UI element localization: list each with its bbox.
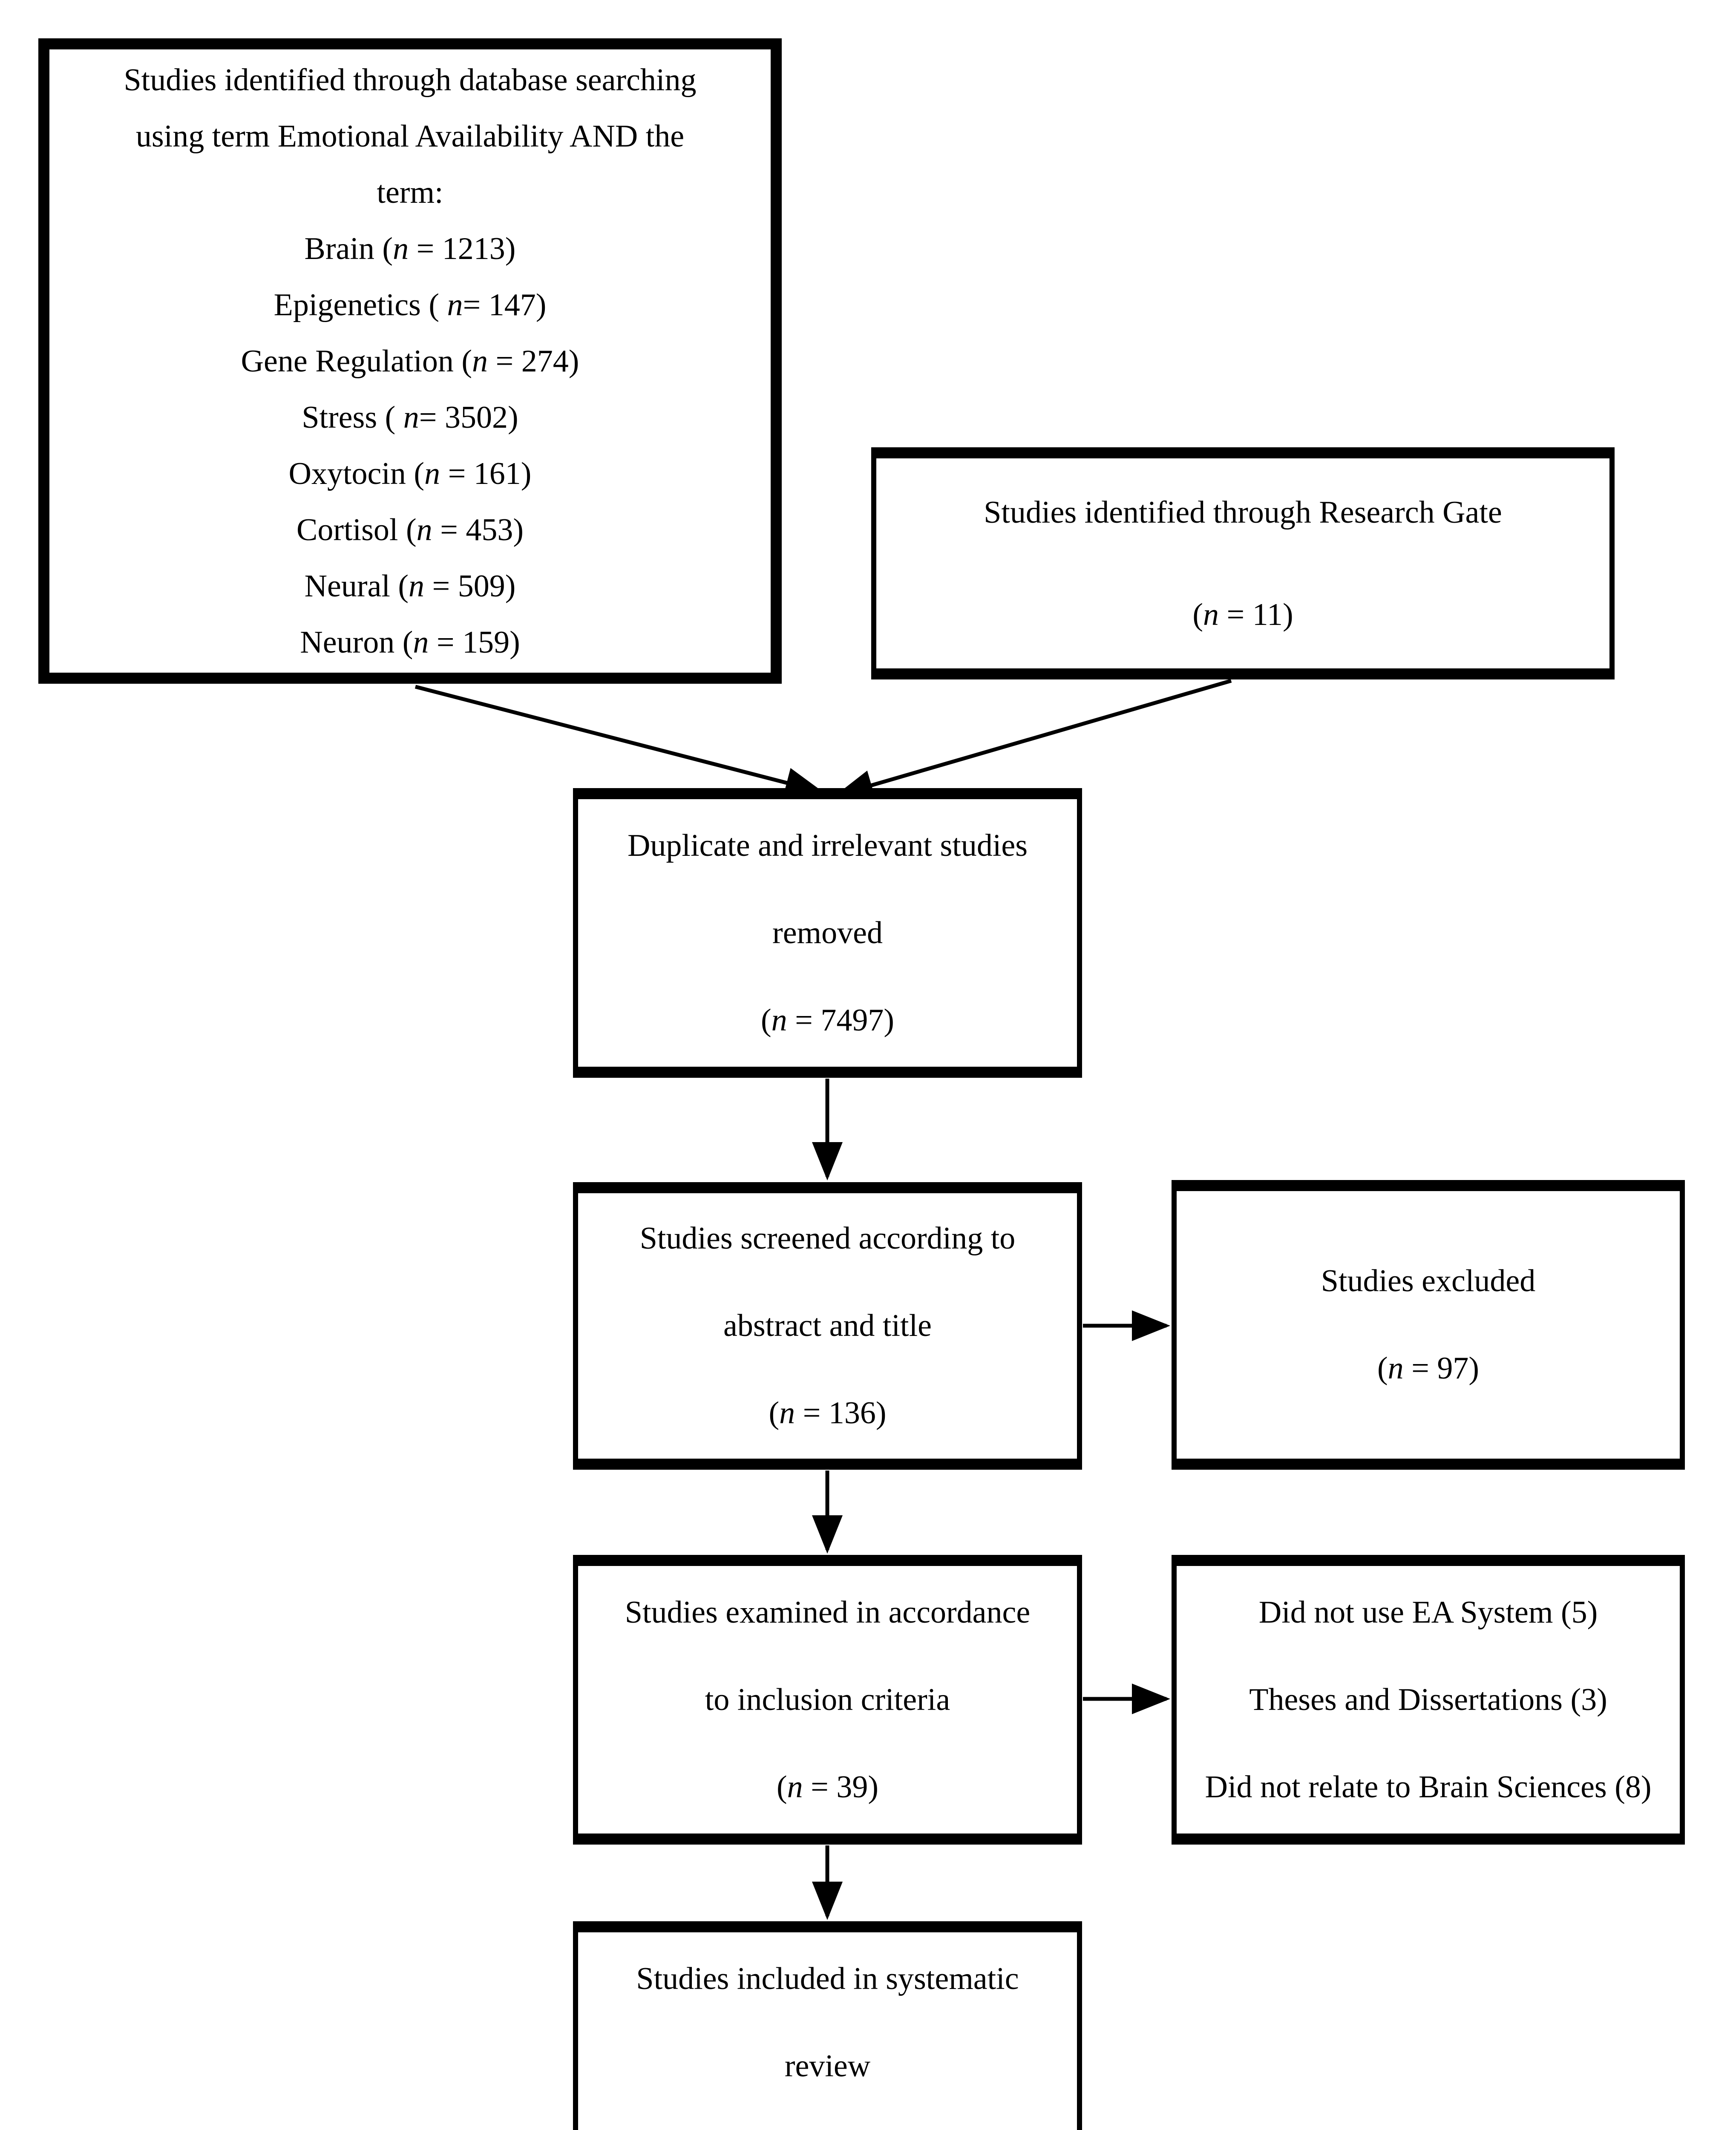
db-search-title-line: term:: [377, 175, 443, 210]
included-count: (n = 26): [777, 2110, 878, 2130]
box-duplicates-removed: Duplicate and irrelevant studies removed…: [573, 788, 1082, 1078]
db-search-term-neural: Neural (n = 509): [304, 568, 516, 604]
box-research-gate: Studies identified through Research Gate…: [871, 447, 1615, 679]
db-search-term-neuron: Neuron (n = 159): [300, 625, 520, 660]
db-search-term-epigenetics: Epigenetics ( n= 147): [273, 287, 547, 322]
exclusion-reason-line: Did not use EA System (5): [1258, 1595, 1598, 1630]
included-line: Studies included in systematic: [636, 1961, 1019, 1996]
arrow-researchgate-to-duplicates: [835, 679, 1232, 800]
db-search-term-cortisol: Cortisol (n = 453): [296, 512, 524, 547]
box-screened: Studies screened according to abstract a…: [573, 1182, 1082, 1470]
db-search-title-line: Studies identified through database sear…: [124, 62, 697, 98]
db-search-term-brain: Brain (n = 1213): [304, 231, 516, 266]
research-gate-line: Studies identified through Research Gate: [984, 495, 1502, 530]
screened-line: abstract and title: [723, 1308, 932, 1343]
included-line: review: [784, 2048, 871, 2084]
box-included: Studies included in systematic review (n…: [573, 1921, 1082, 2130]
box-examined: Studies examined in accordance to inclus…: [573, 1555, 1082, 1845]
duplicates-count: (n = 7497): [760, 1002, 895, 1038]
research-gate-count: (n = 11): [1192, 597, 1293, 632]
db-search-term-stress: Stress ( n= 3502): [302, 400, 518, 435]
excluded-count: (n = 97): [1377, 1351, 1480, 1386]
exclusion-reason-line: Did not relate to Brain Sciences (8): [1205, 1769, 1652, 1805]
db-search-term-oxytocin: Oxytocin (n = 161): [288, 456, 532, 491]
examined-count: (n = 39): [776, 1769, 879, 1805]
box-studies-excluded: Studies excluded (n = 97): [1172, 1180, 1685, 1470]
db-search-term-gene-regulation: Gene Regulation (n = 274): [241, 343, 579, 379]
arrow-dbsearch-to-duplicates: [415, 685, 824, 798]
screened-line: Studies screened according to: [639, 1221, 1016, 1256]
box-database-search: Studies identified through database sear…: [38, 38, 782, 684]
screened-count: (n = 136): [769, 1396, 887, 1431]
box-exclusion-reasons: Did not use EA System (5) Theses and Dis…: [1172, 1555, 1685, 1845]
excluded-line: Studies excluded: [1321, 1264, 1536, 1298]
examined-line: Studies examined in accordance: [625, 1595, 1031, 1630]
exclusion-reason-line: Theses and Dissertations (3): [1249, 1682, 1607, 1717]
duplicates-line: removed: [772, 915, 883, 950]
db-search-title-line: using term Emotional Availability AND th…: [135, 118, 685, 154]
examined-line: to inclusion criteria: [705, 1682, 950, 1717]
duplicates-line: Duplicate and irrelevant studies: [627, 828, 1028, 863]
